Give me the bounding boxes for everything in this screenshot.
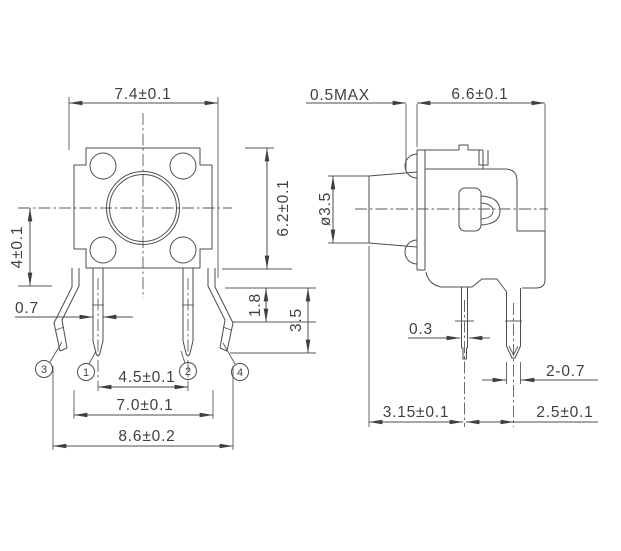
contact-detail: [458, 187, 482, 232]
leader-pin-4: [222, 342, 236, 365]
dim-body-depth-label: 6.6±0.1: [451, 86, 508, 103]
dim-leg-bend-drop-label: 1.8: [247, 293, 264, 317]
corner-post: [169, 236, 197, 264]
front-flange: [416, 149, 426, 271]
leader-pin-3: [49, 341, 63, 363]
pin-2-number: 2: [185, 366, 191, 378]
contact-spring-loop-inner: [480, 202, 494, 220]
pin-2-balloon: [179, 362, 197, 380]
dim-overall-width-label: 8.6±0.2: [118, 428, 175, 445]
side-body-outline: [425, 168, 546, 289]
dim-pin-to-leg-label: 2.5±0.1: [536, 404, 593, 421]
front-view: 7.4±0.1 6.2±0.1 4±0.1 0.7 4.5±0.1 7.0±0.…: [9, 86, 316, 450]
top-cover: [425, 144, 489, 169]
pin-1-number: 1: [83, 367, 89, 379]
post-bump-top: [404, 153, 418, 179]
dim-leg-length-label: 3.5: [288, 308, 305, 332]
side-extension-lines: [328, 104, 546, 427]
post-bump-bottom: [404, 239, 418, 265]
leg-3: [53, 268, 80, 352]
pin-4-balloon: [231, 363, 249, 381]
front-extension-lines: [18, 97, 316, 450]
pin-balloons: 3 1 2 4: [35, 341, 249, 381]
contact-spring-loop: [480, 195, 501, 226]
dim-pin-thickness-label: 0.7: [15, 300, 39, 317]
side-straight-pin: [461, 287, 468, 360]
dim-stem-diameter-label: ø3.5: [317, 192, 334, 226]
dim-body-height-label: 6.2±0.1: [275, 179, 292, 236]
dim-center-to-bend-label: 4±0.1: [9, 226, 26, 269]
corner-post: [169, 152, 197, 180]
side-body-bottom: [425, 271, 507, 292]
leader-pin-1: [88, 350, 97, 365]
leader-pin-2: [180, 350, 186, 364]
pin-4-number: 4: [237, 367, 243, 379]
switch-body-outline: [73, 147, 213, 269]
pin-3-balloon: [35, 360, 53, 378]
dim-leg-width-label: 2-0.7: [546, 363, 585, 380]
front-dimension-lines: [15, 100, 311, 449]
corner-post: [89, 152, 117, 180]
side-view: 0.5MAX 6.6±0.1 ø3.5 0.3 2-0.7 3.15±0.1 2…: [306, 86, 598, 427]
dim-stem-protrusion-label: 0.5MAX: [310, 87, 370, 104]
dim-side-pin-thickness-label: 0.3: [409, 321, 433, 338]
side-dimension-lines: [306, 100, 598, 425]
dim-face-to-pin-label: 3.15±0.1: [383, 404, 450, 421]
leg-4: [207, 268, 234, 352]
pin-1-balloon: [77, 363, 95, 381]
button-stem: [368, 171, 418, 248]
dim-outer-leg-pitch-label: 7.0±0.1: [116, 397, 173, 414]
dim-inner-pin-pitch-label: 4.5±0.1: [118, 369, 175, 386]
pin-3-number: 3: [41, 364, 47, 376]
dim-body-width-label: 7.4±0.1: [114, 86, 171, 103]
corner-post: [89, 236, 117, 264]
